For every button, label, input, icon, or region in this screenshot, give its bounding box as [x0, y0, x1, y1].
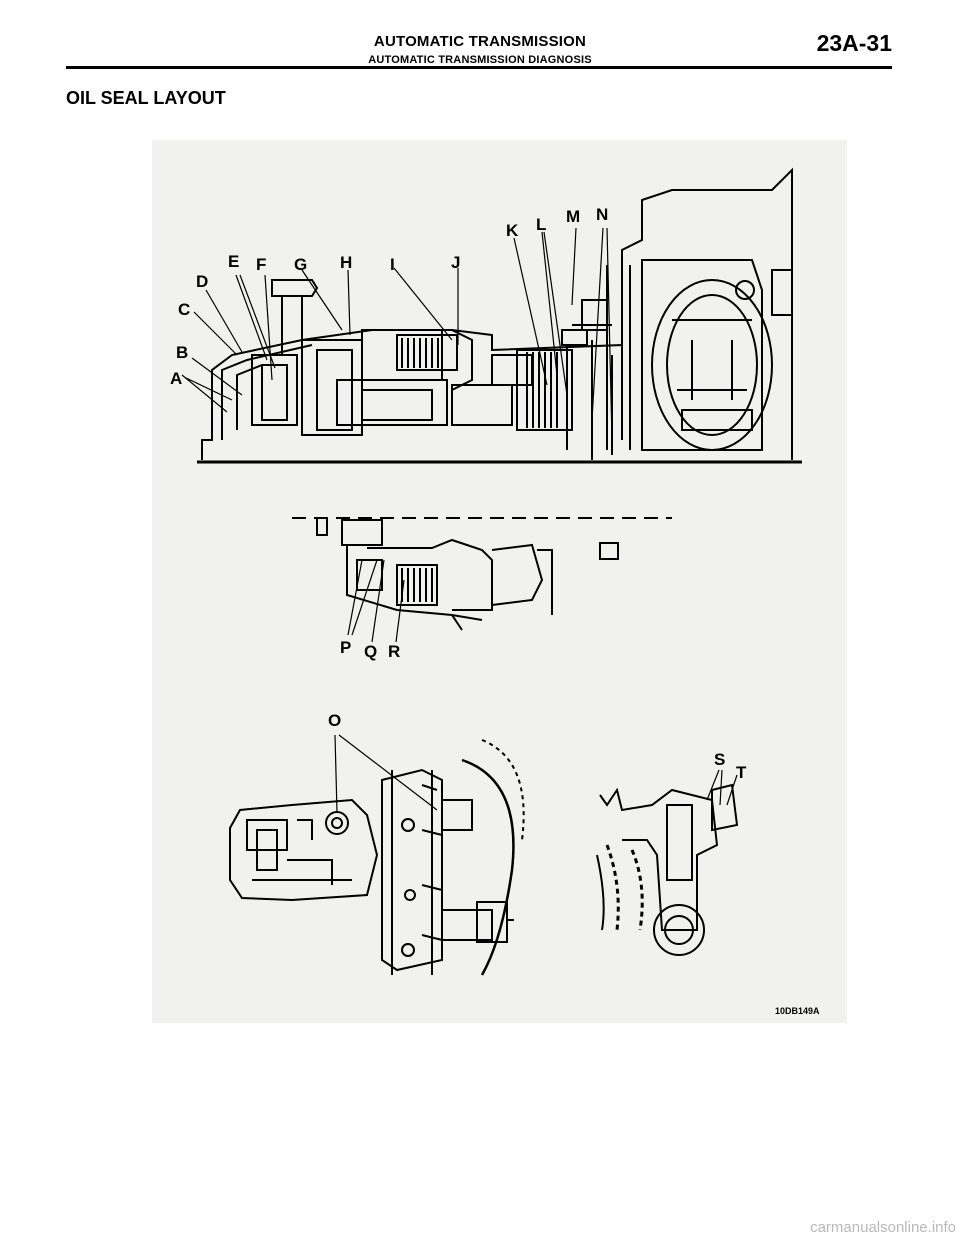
callout-r: R	[388, 642, 401, 661]
callout-l: L	[536, 215, 547, 234]
callout-b: B	[176, 343, 189, 362]
callout-h: H	[340, 253, 353, 272]
callout-s: S	[714, 750, 726, 769]
callout-t: T	[736, 763, 747, 782]
callout-g: G	[294, 255, 308, 274]
section-title: OIL SEAL LAYOUT	[66, 88, 226, 108]
callout-c: C	[178, 300, 191, 319]
callout-q: Q	[364, 642, 378, 661]
callout-d: D	[196, 272, 209, 291]
callout-p: P	[340, 638, 352, 657]
callout-e: E	[228, 252, 240, 271]
callout-j: J	[451, 253, 461, 272]
callout-n: N	[596, 205, 609, 224]
header-subtitle: AUTOMATIC TRANSMISSION DIAGNOSIS	[368, 54, 592, 66]
watermark: carmanualsonline.info	[810, 1219, 956, 1236]
header-title: AUTOMATIC TRANSMISSION	[373, 33, 587, 50]
figure-code: 10DB149A	[775, 1006, 820, 1016]
oil-seal-diagram: A B C D E F G H I J K L M N O P Q R S T …	[152, 140, 847, 1023]
header-rule	[66, 66, 892, 69]
callout-o: O	[328, 711, 342, 730]
callout-i: I	[390, 255, 395, 274]
callout-a: A	[170, 369, 183, 388]
page-number: 23A-31	[816, 30, 892, 56]
callout-f: F	[256, 255, 267, 274]
transmission-drawing	[181, 167, 802, 976]
callout-m: M	[566, 207, 581, 226]
callout-k: K	[506, 221, 519, 240]
